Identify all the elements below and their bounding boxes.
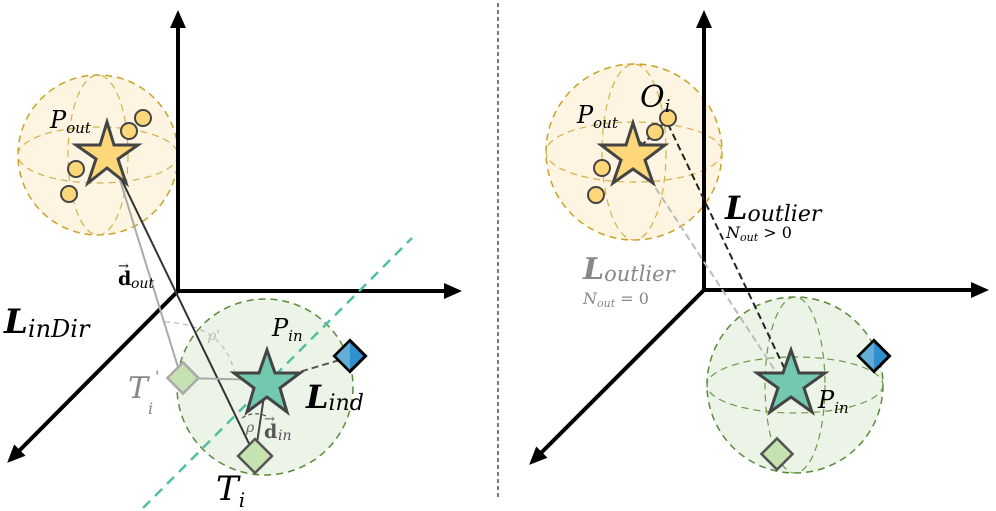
svg-text:': ' xyxy=(155,367,159,386)
t-i-prime-diamond xyxy=(165,360,201,396)
d-out-label: d → out xyxy=(118,259,154,292)
l-indir-label: LinDir xyxy=(3,302,91,343)
rho-arc xyxy=(241,413,269,419)
svg-text:Loutlier: Loutlier xyxy=(582,252,677,287)
p-out-label: Pout xyxy=(576,101,619,132)
p-in-label: Pin xyxy=(271,314,303,345)
o-i-label: Oi xyxy=(640,80,670,117)
p-out-label: Pout xyxy=(49,106,92,137)
p-out-star xyxy=(596,118,670,187)
left-panel: Pout d → out LinDir ρ' Pin Lind T i ' ρ … xyxy=(3,10,462,511)
p-in-star xyxy=(229,345,305,416)
d-out-arrow xyxy=(112,161,256,457)
outlier-points xyxy=(60,109,152,203)
right-panel: Oi Pout Loutlier Nout > 0 Loutlier Nout … xyxy=(529,10,989,474)
l-ind-label: Lind xyxy=(305,378,364,416)
svg-text:i: i xyxy=(148,399,153,418)
l-outlier-zero-label: Loutlier Nout = 0 xyxy=(582,252,677,310)
blue-diamond xyxy=(856,338,892,374)
svg-text:Nout > 0: Nout > 0 xyxy=(725,223,792,244)
rho-prime-label: ρ' xyxy=(207,328,220,344)
rho-label: ρ xyxy=(245,420,255,436)
t-i-prime-label: T i ' xyxy=(128,367,159,418)
axes xyxy=(529,10,989,465)
svg-text:→: → xyxy=(264,412,275,427)
green-diamond xyxy=(759,436,795,472)
p-in-star xyxy=(752,345,830,416)
svg-text:out: out xyxy=(131,276,154,292)
svg-text:d: d xyxy=(118,268,131,290)
t-i-diamond xyxy=(236,437,274,475)
outlier-points xyxy=(587,109,677,204)
svg-text:→: → xyxy=(118,259,129,274)
p-out-star xyxy=(71,116,143,188)
d-out-gray-line xyxy=(119,179,183,381)
svg-text:Loutlier: Loutlier xyxy=(724,189,823,227)
svg-text:d: d xyxy=(264,421,277,443)
axes xyxy=(7,10,462,463)
blue-diamond xyxy=(332,338,368,374)
svg-text:Nout = 0: Nout = 0 xyxy=(582,289,649,310)
t-i-label: Ti xyxy=(216,469,245,511)
p-in-label: Pin xyxy=(817,386,849,417)
l-outlier-pos-label: Loutlier Nout > 0 xyxy=(724,189,823,244)
d-in-label: d → in xyxy=(264,412,292,444)
svg-text:in: in xyxy=(278,428,292,444)
svg-text:T: T xyxy=(128,371,150,406)
rho-prime-arc xyxy=(164,321,236,376)
outlier-pos-arrow xyxy=(667,123,791,381)
